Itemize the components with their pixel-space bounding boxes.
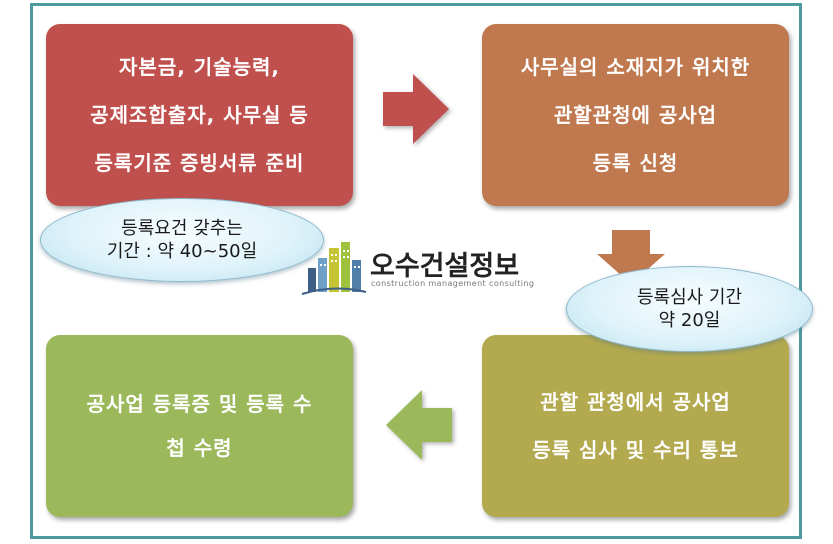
step-4-line-2: 첩 수령 — [166, 436, 233, 460]
logo-subtitle: construction management consulting — [371, 279, 535, 288]
step-1-line-2: 공제조합출자, 사무실 등 — [90, 103, 309, 127]
arrow-right-shape — [383, 74, 449, 144]
step-3-line-2: 등록 심사 및 수리 통보 — [532, 438, 739, 462]
step-2-line-3: 등록 신청 — [592, 151, 679, 175]
arrow-down-shape — [597, 230, 665, 284]
buildings-logo-icon — [301, 242, 367, 295]
step-2-line-2: 관할관청에 공사업 — [553, 103, 718, 127]
review-note-line-2: 약 20일 — [658, 310, 721, 331]
arrow-left-icon — [386, 390, 452, 460]
step-4-receive-certificate: 공사업 등록증 및 등록 수 첩 수령 — [46, 335, 353, 517]
diagram-frame — [30, 3, 802, 539]
arrow-right-icon — [383, 74, 449, 144]
arrow-left-shape — [386, 390, 452, 460]
step-3-review-notice: 관할 관청에서 공사업 등록 심사 및 수리 통보 — [482, 335, 789, 517]
preparation-note-line-1: 등록요건 갖추는 — [121, 218, 243, 239]
step-3-line-1: 관할 관청에서 공사업 — [540, 390, 731, 414]
company-logo: 오수건설정보 construction management consultin… — [300, 238, 535, 298]
step-1-line-3: 등록기준 증빙서류 준비 — [94, 151, 305, 175]
step-2-apply-registration: 사무실의 소재지가 위치한 관할관청에 공사업 등록 신청 — [482, 24, 789, 206]
step-1-prepare-documents: 자본금, 기술능력, 공제조합출자, 사무실 등 등록기준 증빙서류 준비 — [46, 24, 353, 206]
step-2-line-1: 사무실의 소재지가 위치한 — [520, 55, 751, 79]
arrow-down-icon — [597, 230, 665, 284]
step-4-line-1: 공사업 등록증 및 등록 수 — [86, 392, 313, 416]
review-note-line-1: 등록심사 기간 — [636, 287, 743, 308]
logo-name: 오수건설정보 — [370, 251, 520, 282]
review-period-note: 등록심사 기간 약 20일 — [566, 266, 813, 352]
preparation-period-note: 등록요건 갖추는 기간 : 약 40~50일 — [40, 198, 324, 282]
step-1-line-1: 자본금, 기술능력, — [119, 55, 280, 79]
preparation-note-line-2: 기간 : 약 40~50일 — [106, 241, 258, 262]
